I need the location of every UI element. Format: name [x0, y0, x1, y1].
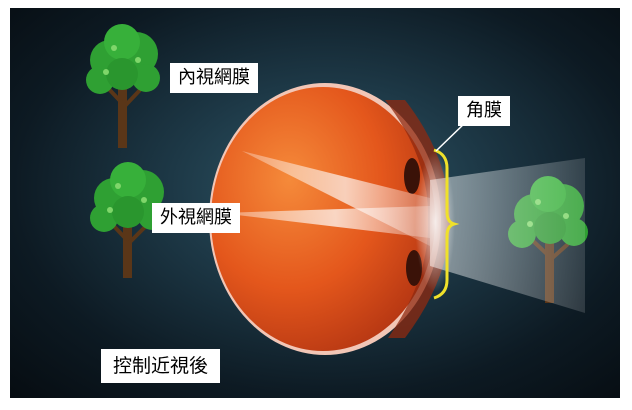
eye-diagram-svg	[86, 24, 588, 355]
inner-retina-label: 內視網膜	[170, 63, 258, 93]
outer-retina-label: 外視網膜	[152, 203, 240, 233]
cornea-label: 角膜	[458, 96, 510, 126]
caption-label: 控制近視後	[101, 349, 221, 383]
diagram-panel: 內視網膜 角膜 外視網膜 控制近視後	[10, 8, 620, 398]
tree-icon	[86, 24, 160, 148]
light-beam	[220, 151, 585, 313]
